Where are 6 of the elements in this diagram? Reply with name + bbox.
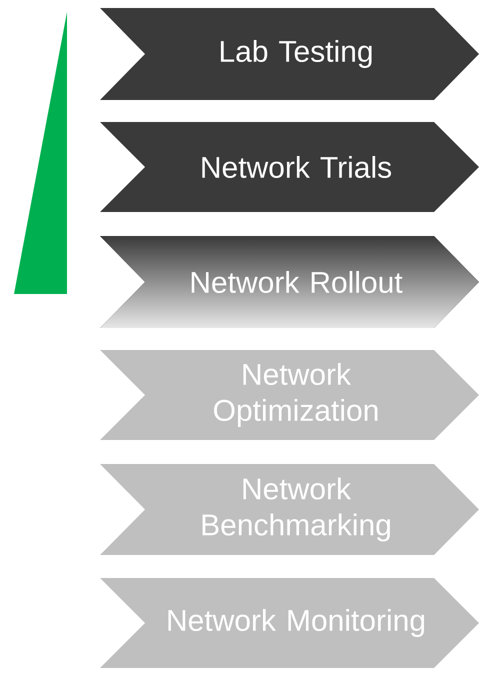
chevron-step: Network Trials [100,122,479,212]
chevron-step: Network Monitoring [100,578,479,668]
chevron-step: Lab Testing [100,8,479,100]
chevron-step: Network Optimization [100,350,479,440]
chevron-step: Network Rollout [100,236,479,328]
chevron-step: Network Benchmarking [100,464,479,555]
